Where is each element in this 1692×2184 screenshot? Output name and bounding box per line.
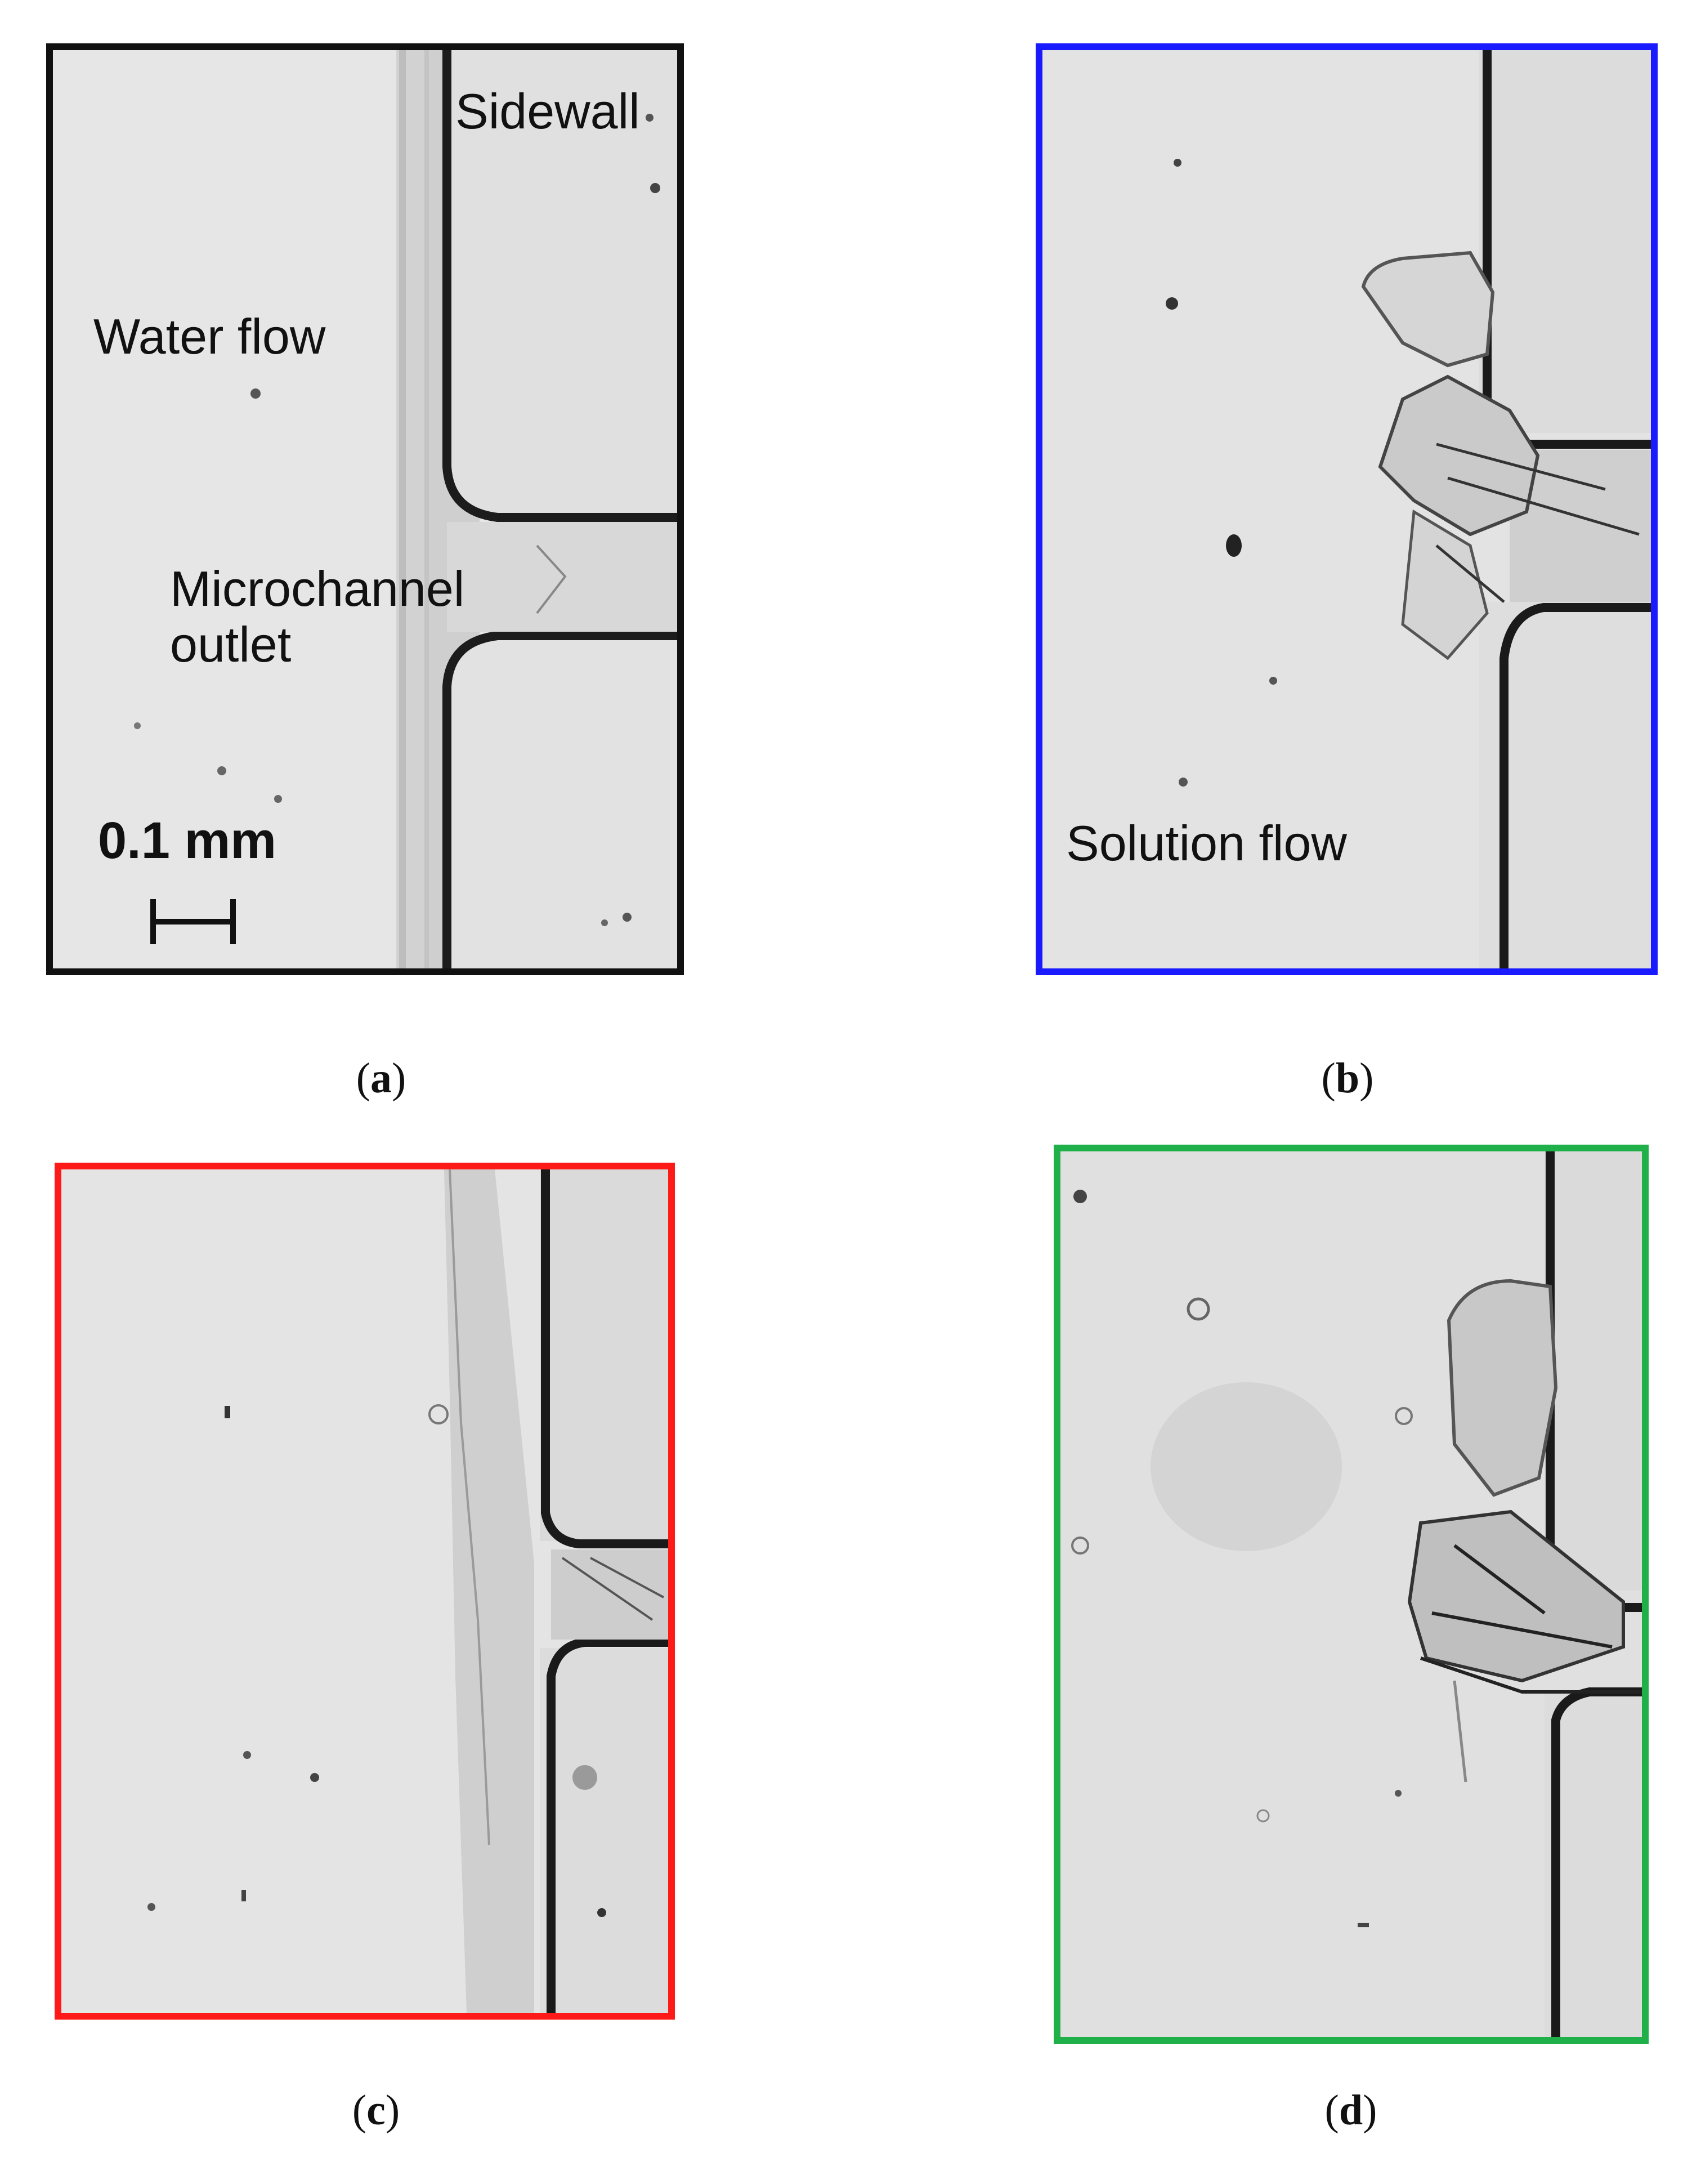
caption-d: (d)	[1324, 2087, 1377, 2134]
label-scale: 0.1 mm	[98, 812, 277, 869]
label-solution-flow: Solution flow	[1066, 815, 1347, 871]
caption-a: (a)	[356, 1055, 406, 1102]
panel-b: Solution flow	[1036, 43, 1658, 975]
panel-d-micrograph	[1060, 1151, 1642, 2037]
panel-c	[55, 1163, 675, 2020]
scale-bar	[150, 899, 236, 944]
label-microchannel-outlet: Microchannel outlet	[170, 561, 465, 672]
panel-d	[1054, 1145, 1649, 2044]
label-sidewall: Sidewall	[455, 83, 640, 139]
caption-b: (b)	[1321, 1055, 1374, 1102]
panel-a-micrograph	[53, 50, 677, 968]
label-water-flow: Water flow	[93, 309, 326, 364]
panel-c-micrograph	[61, 1169, 668, 2013]
caption-c: (c)	[352, 2087, 400, 2134]
panel-b-micrograph	[1042, 50, 1651, 968]
panel-a: Sidewall Water flow Microchannel outlet …	[46, 43, 684, 975]
